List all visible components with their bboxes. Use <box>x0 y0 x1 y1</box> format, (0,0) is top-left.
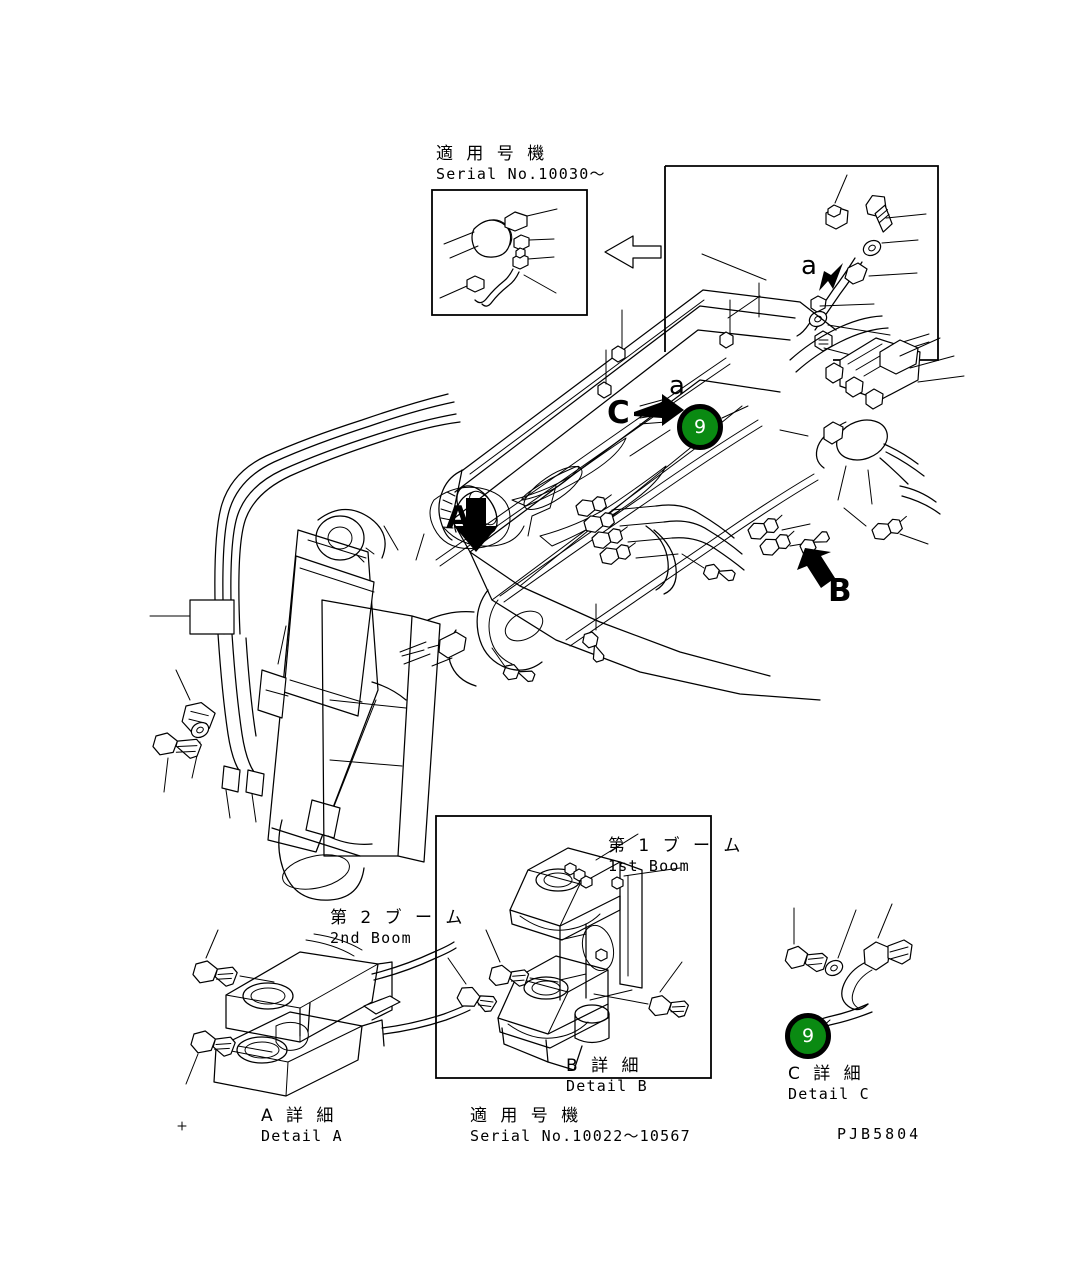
detail-a-title-en: Detail A <box>261 1127 343 1145</box>
detail-c-title-jp: C 詳 細 <box>788 1064 865 1084</box>
detail-a-boom-label-en: 2nd Boom <box>330 929 412 947</box>
callout-b-letter: B <box>828 573 852 609</box>
drawing-number: PJB5804 <box>837 1125 922 1143</box>
detail-a-boom-label-jp: 第 2 ブ ー ム <box>330 908 467 928</box>
part-marker-9-main[interactable]: 9 <box>677 404 723 450</box>
detail-c-title-en: Detail C <box>788 1085 870 1103</box>
detail-a-title-jp: A 詳 細 <box>261 1106 338 1126</box>
main-boom-assembly <box>399 289 965 701</box>
inset-serial-heading-jp: 適 用 号 機 <box>436 144 549 164</box>
detail-a-illustration <box>177 929 471 1131</box>
detail-b-serial-en: Serial No.10022〜10567 <box>470 1127 691 1145</box>
callout-c-letter: C <box>607 395 630 431</box>
callout-a-lower-main: a <box>669 371 685 401</box>
inset-serial-heading-en: Serial No.10030〜 <box>436 165 606 183</box>
callout-a-letter: A <box>446 500 470 536</box>
callout-b-arrow <box>797 548 835 588</box>
detail-b-serial-jp: 適 用 号 機 <box>470 1106 583 1126</box>
part-marker-9-detail-c[interactable]: 9 <box>785 1013 831 1059</box>
inset-top-right-detail-a-callout <box>664 165 939 361</box>
lower-hose-cluster <box>574 491 815 595</box>
detail-b-illustration <box>435 815 712 1079</box>
detail-b-boom-label-jp: 第 1 ブ ー ム <box>608 836 745 856</box>
detail-b-boom-label-en: 1st Boom <box>608 857 690 875</box>
boom-head-fittings <box>779 315 965 545</box>
detail-b-title-jp: B 詳 細 <box>566 1056 643 1076</box>
second-boom-assembly <box>149 393 461 901</box>
callout-a-arrow <box>429 486 525 552</box>
callout-a-lower: a <box>801 251 817 281</box>
inset-top-left-serial-10030 <box>431 189 662 316</box>
detail-b-title-en: Detail B <box>566 1077 648 1095</box>
callout-c-arrow <box>634 394 684 426</box>
